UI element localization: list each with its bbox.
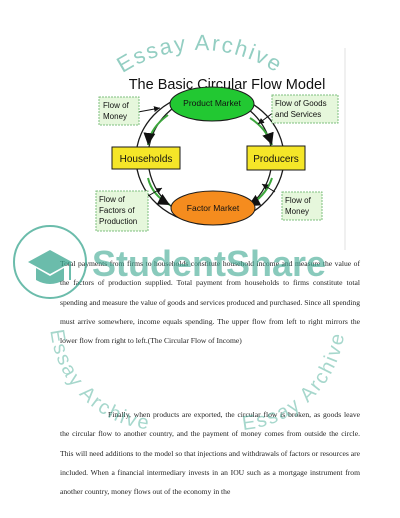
flow-of-money-top-label: Flow of Money — [103, 101, 131, 121]
circular-flow-diagram: The Basic Circular Flow Model Product Ma… — [95, 48, 346, 250]
product-market-node — [169, 86, 255, 122]
flow-of-goods-box — [271, 94, 339, 124]
factors-arrow-lower-left — [147, 177, 171, 206]
pointer-arrow-money-top — [137, 106, 161, 113]
goods-arrow-upper-right — [249, 117, 274, 146]
flow-of-money-bottom-label: Flow of Money — [285, 196, 313, 216]
paragraph-exports: Finally, when products are exported, the… — [60, 410, 360, 497]
pointer-arrow-goods — [257, 111, 275, 125]
flow-of-factors-label: Flow of Factors of Production — [99, 195, 137, 226]
paragraph-circular-flow-income: Total payments from firms to households … — [60, 259, 360, 346]
producers-node — [246, 145, 306, 171]
households-label: Households — [120, 154, 173, 165]
money-arrow-upper-left — [143, 114, 169, 146]
flow-of-money-bottom-box — [281, 191, 323, 221]
flow-of-goods-label: Flow of Goods and Services — [275, 99, 329, 119]
producers-label: Producers — [253, 154, 299, 165]
product-market-label: Product Market — [183, 98, 241, 108]
pointer-arrow-factors — [147, 187, 163, 197]
factor-market-label: Factor Market — [187, 203, 240, 213]
flow-of-factors-box — [95, 190, 149, 232]
pointer-arrow-money-bottom — [261, 183, 276, 193]
factor-market-node — [170, 190, 256, 226]
households-node — [111, 146, 181, 170]
diagram-title: The Basic Circular Flow Model — [129, 77, 326, 93]
flow-of-money-top-box — [98, 96, 140, 126]
